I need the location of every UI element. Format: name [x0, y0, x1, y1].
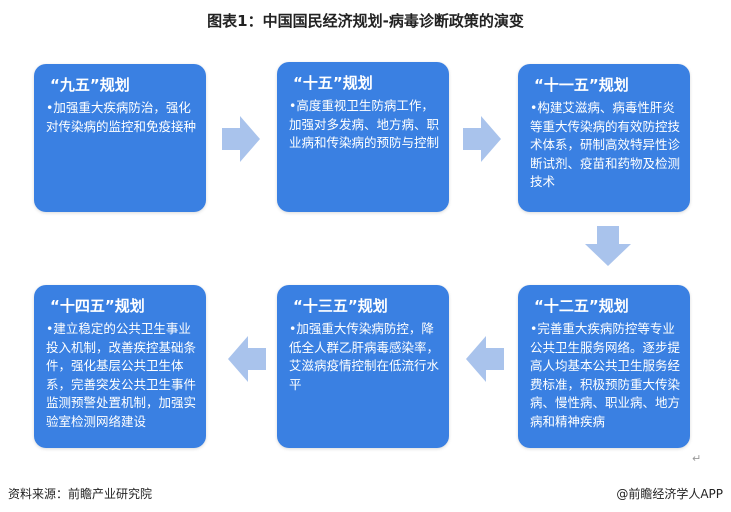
stage-text: •高度重视卫生防病工作，加强对多发病、地方病、职业病和传染病的预防与控制 — [289, 98, 440, 150]
stage-text: •构建艾滋病、病毒性肝炎等重大传染病的有效防控技术体系，研制高效特异性诊断试剂、… — [530, 100, 681, 189]
stage-text: •建立稳定的公共卫生事业投入机制，改善疾控基础条件，强化基层公共卫生体系，完善突… — [46, 321, 197, 429]
stage-box-9th-plan: “九五”规划 •加强重大疾病防治，强化对传染病的监控和免疫接种 — [34, 64, 206, 212]
arrow-left-icon — [228, 336, 266, 382]
stage-heading: “十四五”规划 — [50, 297, 145, 315]
source-note: 资料来源：前瞻产业研究院 — [8, 487, 153, 501]
arrow-left-icon — [466, 336, 504, 382]
stage-text: •完善重大疾病防控等专业公共卫生服务网络。逐步提高人均基本公共卫生服务经费标准，… — [530, 321, 681, 429]
stage-heading: “十二五”规划 — [534, 297, 629, 315]
stage-box-12th-plan: “十二五”规划 •完善重大疾病防控等专业公共卫生服务网络。逐步提高人均基本公共卫… — [518, 285, 690, 448]
figure-title: 图表1：中国国民经济规划-病毒诊断政策的演变 — [207, 12, 524, 30]
stage-box-13th-plan: “十三五”规划 •加强重大传染病防控，降低全人群乙肝病毒感染率，艾滋病疫情控制在… — [277, 285, 449, 448]
paragraph-mark-icon: ↵ — [692, 452, 702, 465]
stage-text: •加强重大传染病防控，降低全人群乙肝病毒感染率，艾滋病疫情控制在低流行水平 — [289, 321, 440, 392]
arrow-right-icon — [463, 116, 501, 162]
stage-heading: “九五”规划 — [50, 76, 130, 94]
stage-box-10th-plan: “十五”规划 •高度重视卫生防病工作，加强对多发病、地方病、职业病和传染病的预防… — [277, 62, 449, 212]
brand-note: @前瞻经济学人APP — [616, 487, 723, 501]
arrow-down-icon — [585, 226, 631, 266]
stage-heading: “十三五”规划 — [293, 297, 388, 315]
stage-heading: “十五”规划 — [293, 74, 373, 92]
stage-heading: “十一五”规划 — [534, 76, 629, 94]
stage-text: •加强重大疾病防治，强化对传染病的监控和免疫接种 — [46, 100, 197, 134]
arrow-right-icon — [222, 116, 260, 162]
stage-box-14th-plan: “十四五”规划 •建立稳定的公共卫生事业投入机制，改善疾控基础条件，强化基层公共… — [34, 285, 206, 448]
stage-box-11th-plan: “十一五”规划 •构建艾滋病、病毒性肝炎等重大传染病的有效防控技术体系，研制高效… — [518, 64, 690, 212]
